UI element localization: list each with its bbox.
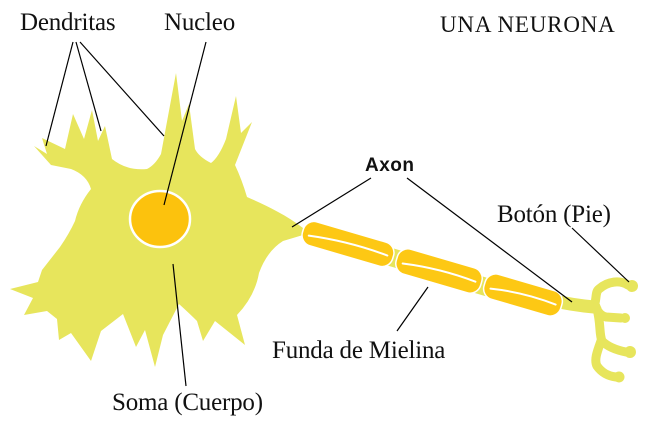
terminal-bouton-1 [626,280,638,292]
pointer-line-soma [172,263,187,387]
myelin-sheath [301,220,564,317]
myelin-segment-3 [482,273,564,317]
pointer-line-bouton [571,227,630,283]
pointer-line-axon-left [291,177,372,228]
nucleus-shape [128,189,192,249]
myelin-segment-1 [301,220,395,268]
terminal-branch-1 [589,277,633,312]
pointer-line-dendrites-1 [45,41,74,147]
label-soma: Soma (Cuerpo) [112,389,263,416]
axon-terminal-branches [543,277,638,383]
pointer-line-dendrites-2 [75,41,102,132]
label-nucleus: Nucleo [164,9,235,36]
pointer-lines [45,41,630,387]
terminal-bouton-3 [624,346,636,358]
terminal-bouton-2 [620,313,630,323]
pointer-line-axon-right [406,177,573,303]
terminal-bouton-4 [613,371,625,383]
label-axon: Axon [365,155,415,176]
myelin-segment-2 [395,248,483,294]
pointer-line-myelin [396,286,429,332]
label-myelin-sheath: Funda de Mielina [272,337,446,364]
pointer-line-dendrites-3 [79,41,165,137]
terminal-branch-4 [591,336,621,382]
pointer-line-nucleus [163,41,207,206]
label-dendrites: Dendritas [20,9,116,36]
diagram-title: UNA NEURONA [440,12,616,37]
label-terminal-button: Botón (Pie) [497,201,611,228]
